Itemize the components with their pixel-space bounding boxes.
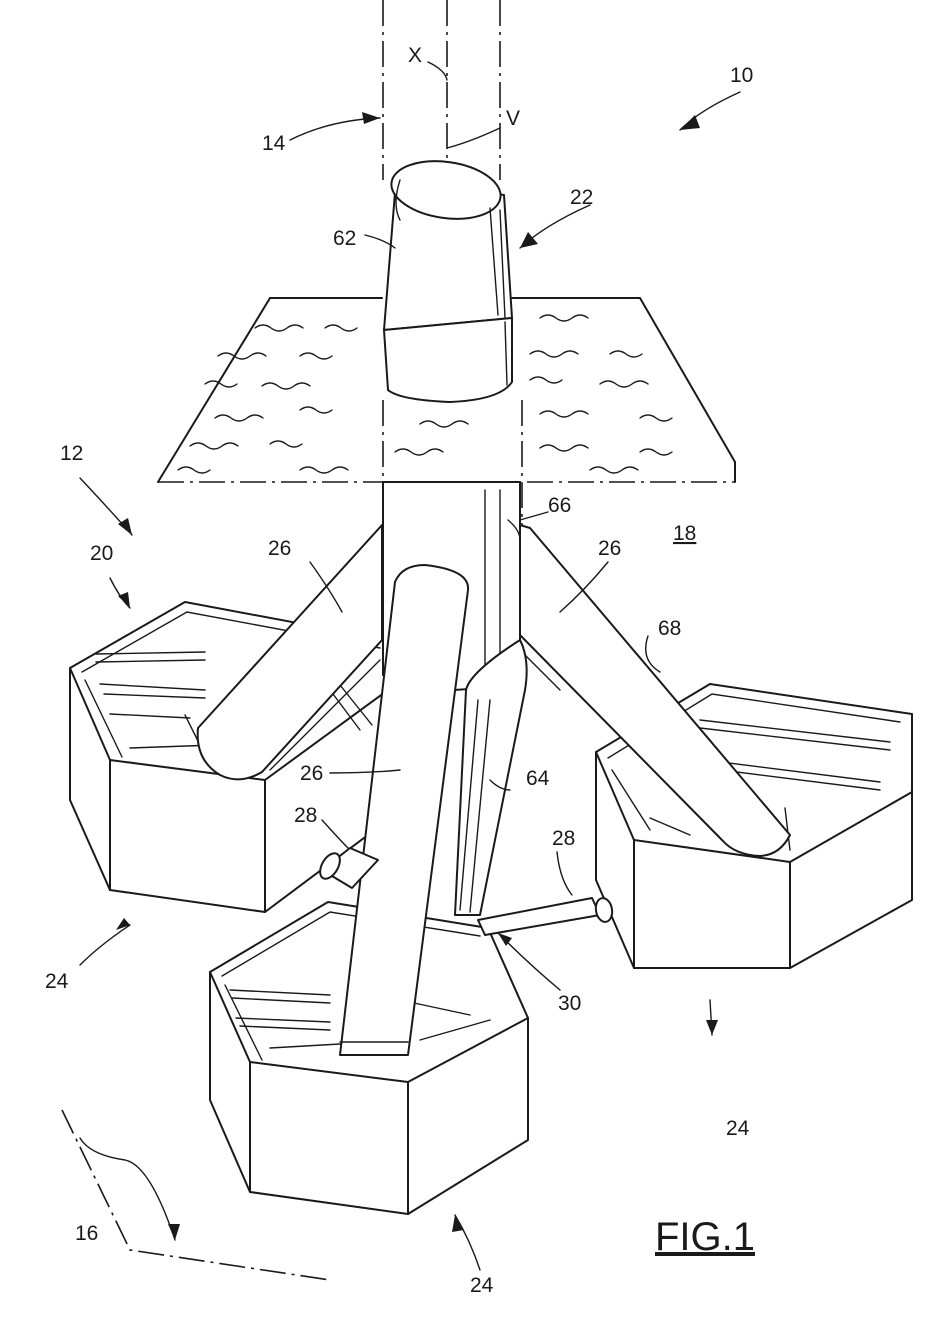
label-axis-v: V	[506, 107, 520, 130]
label-axis-x: X	[408, 44, 422, 67]
label-22: 22	[570, 186, 593, 209]
label-26-center: 26	[300, 762, 323, 785]
figure-caption: FIG.1	[655, 1215, 755, 1259]
label-18: 18	[673, 522, 696, 545]
label-24-right: 24	[726, 1117, 750, 1140]
label-14: 14	[262, 132, 286, 155]
label-20: 20	[90, 542, 113, 565]
label-12: 12	[60, 442, 83, 465]
label-26-right: 26	[598, 537, 621, 560]
label-64: 64	[526, 767, 550, 790]
label-62: 62	[333, 227, 356, 250]
label-10: 10	[730, 64, 753, 87]
label-26-left: 26	[268, 537, 291, 560]
label-28-right: 28	[552, 827, 575, 850]
right-tube	[478, 897, 614, 935]
label-28-left: 28	[294, 804, 317, 827]
label-24-bottom: 24	[470, 1274, 494, 1297]
upper-mast-section	[384, 155, 512, 402]
label-30: 30	[558, 992, 581, 1015]
label-66: 66	[548, 494, 571, 517]
label-68: 68	[658, 617, 681, 640]
label-16: 16	[75, 1222, 98, 1245]
label-24-left: 24	[45, 970, 69, 993]
